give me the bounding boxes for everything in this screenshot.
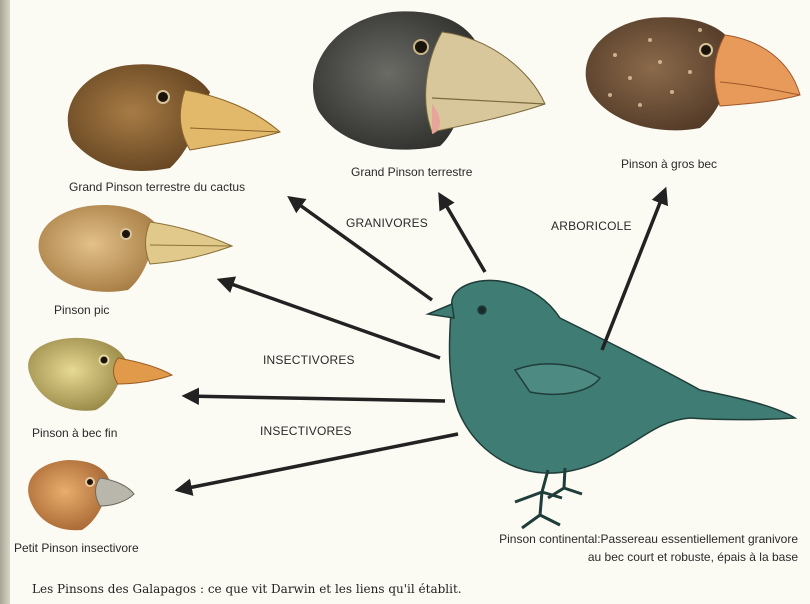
label-woodpecker-finch: Pinson pic (54, 303, 109, 317)
arrow-to-small-insectivore (178, 434, 458, 490)
category-arboricole: ARBORICOLE (551, 219, 632, 233)
large-ground-finch-head (313, 11, 545, 149)
fine-beak-finch-head (28, 338, 172, 411)
arrow-to-woodpecker-finch (220, 280, 440, 358)
label-large-ground-finch: Grand Pinson terrestre (351, 165, 472, 179)
cactus-ground-finch-head (68, 64, 280, 171)
arrow-to-cactus-ground-finch (290, 198, 432, 300)
figure-caption: Les Pinsons des Galapagos : ce que vit D… (32, 582, 462, 596)
category-granivores: GRANIVORES (346, 216, 428, 230)
small-insectivore-finch-head (28, 460, 134, 530)
category-insectivores-lower: INSECTIVORES (260, 424, 352, 438)
arrow-to-large-beak-finch (602, 190, 665, 350)
category-insectivores-upper: INSECTIVORES (263, 353, 355, 367)
woodpecker-finch-head (39, 205, 232, 292)
continental-description-line-2: au bec court et robuste, épais à la base (499, 548, 798, 566)
arrow-to-fine-beak-finch (185, 396, 445, 401)
label-small-insectivore-finch: Petit Pinson insectivore (14, 541, 139, 555)
arrow-to-large-ground-finch (440, 195, 485, 272)
label-cactus-ground-finch: Grand Pinson terrestre du cactus (69, 180, 245, 194)
continental-finch-bird (428, 281, 795, 528)
continental-description-line-1: Pinson continental:Passereau essentielle… (499, 530, 798, 548)
large-beak-finch-head (586, 17, 800, 130)
label-large-beak-finch: Pinson à gros bec (621, 157, 717, 171)
label-fine-beak-finch: Pinson à bec fin (32, 426, 117, 440)
continental-finch-description: Pinson continental:Passereau essentielle… (499, 530, 798, 566)
